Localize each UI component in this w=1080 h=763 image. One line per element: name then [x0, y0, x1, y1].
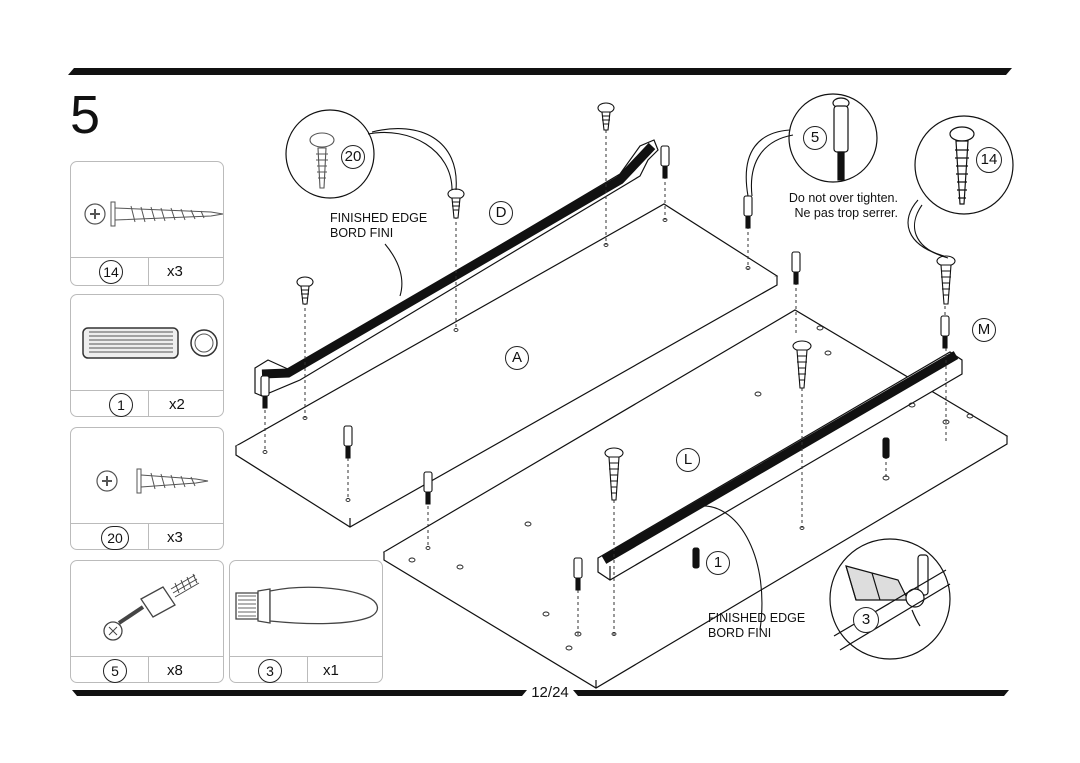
detail-number-5: 5 — [803, 126, 827, 150]
cam-bolt-icon — [343, 425, 353, 459]
cam-bolt-icon — [791, 251, 801, 285]
part-card-5: 5 x8 — [70, 560, 224, 683]
part-id-3: 3 — [258, 659, 282, 683]
page-number: 12/24 — [527, 684, 573, 701]
cam-bolt-icon — [260, 375, 270, 409]
cam-bolt-icon — [660, 145, 670, 179]
part-qty-3: x1 — [323, 662, 339, 679]
wood-dowel-icon — [82, 327, 218, 359]
detail-number-14: 14 — [976, 147, 1002, 173]
part-id-20: 20 — [101, 526, 129, 550]
plastic-plug-icon — [235, 586, 379, 625]
finished-edge-top-line2: BORD FINI — [330, 226, 394, 240]
detail-cam-bolt-5 — [788, 93, 878, 183]
panel-label-m: M — [972, 318, 996, 342]
cam-bolt-icon — [423, 471, 433, 505]
part-card-3: 3 x1 — [229, 560, 383, 683]
panel-label-l: L — [676, 448, 700, 472]
screw-icon — [447, 188, 465, 219]
part-id-1: 1 — [109, 393, 133, 417]
bottom-rule-left — [72, 690, 527, 696]
dowel-icon — [882, 437, 890, 459]
cam-bolt-icon — [103, 573, 200, 641]
detail-screw-20 — [285, 109, 375, 199]
detail-number-1: 1 — [706, 551, 730, 575]
screw-icon — [792, 340, 812, 389]
part-qty-20: x3 — [167, 529, 183, 546]
part-card-1: 1 x2 — [70, 294, 224, 417]
warning-fr: Ne pas trop serrer. — [794, 206, 898, 220]
part-qty-14: x3 — [167, 263, 183, 280]
bottom-rule-right — [573, 690, 1009, 696]
part-qty-1: x2 — [169, 396, 185, 413]
part-card-14: 14 x3 — [70, 161, 224, 286]
finished-edge-top-line1: FINISHED EDGE — [330, 211, 428, 225]
step-number: 5 — [70, 85, 101, 145]
part-qty-5: x8 — [167, 662, 183, 679]
screw-icon — [296, 276, 314, 305]
finished-edge-bottom-line2: BORD FINI — [708, 626, 772, 640]
finished-edge-bottom: FINISHED EDGE BORD FINI — [708, 611, 805, 641]
finished-edge-top: FINISHED EDGE BORD FINI — [330, 211, 427, 241]
cam-bolt-icon — [573, 557, 583, 591]
cam-bolt-icon — [940, 315, 950, 349]
cam-bolt-icon — [743, 195, 753, 229]
part-id-14: 14 — [99, 260, 123, 284]
panel-label-a: A — [505, 346, 529, 370]
dowel-icon — [692, 547, 700, 569]
screw-icon — [936, 255, 956, 305]
screw-short-icon — [96, 468, 209, 494]
screw-icon — [604, 447, 624, 501]
screw-icon — [597, 102, 615, 131]
panel-label-d: D — [489, 201, 513, 225]
part-id-5: 5 — [103, 659, 127, 683]
detail-number-20: 20 — [341, 145, 365, 169]
top-rule — [68, 68, 1012, 75]
detail-number-3: 3 — [853, 607, 879, 633]
part-card-20: 20 x3 — [70, 427, 224, 550]
finished-edge-bottom-line1: FINISHED EDGE — [708, 611, 806, 625]
warning-en: Do not over tighten. — [788, 191, 898, 205]
warning-note: Do not over tighten. Ne pas trop serrer. — [772, 191, 898, 221]
screw-long-icon — [84, 201, 223, 227]
